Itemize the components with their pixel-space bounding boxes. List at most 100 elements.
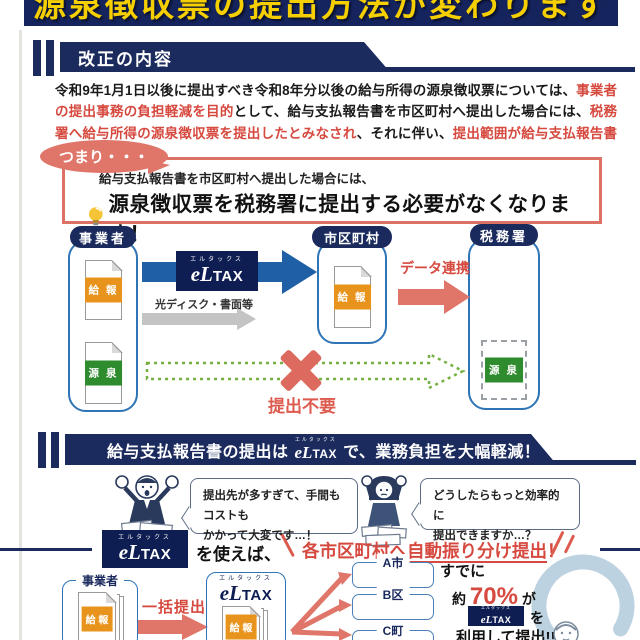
section2-header-post: で、業務負担を大幅軽減！ (343, 443, 541, 461)
batch-submit-label: 一括提出 (142, 599, 207, 616)
face-icon (553, 621, 579, 640)
datalink-label: データ連携 (400, 260, 470, 276)
fan-arrows (290, 572, 352, 640)
useline-red2-underlined: 自動振り分け提出 (407, 541, 547, 563)
speech-bubble-left: 提出先が多すぎて、手間もコストも かかって大変です…！ (181, 478, 358, 542)
bubble-right-line1: どうしたらもっと効率的に (433, 490, 560, 523)
eltax-el: eL (190, 262, 213, 286)
paragraph-run: 令和9年1月1日以後に提出すべき令和8年分以後の給与所得の源泉徴収票については、 (55, 83, 577, 98)
eltax-tax: TAX (312, 446, 338, 461)
eltax-tax: TAX (140, 546, 172, 563)
eltax-logo: エルタックス eLTAX (176, 251, 258, 291)
eltax-kana-label: エルタックス (118, 535, 172, 541)
city-box-a: A市 (352, 554, 434, 588)
kyuho-badge: 給 報 (225, 614, 257, 640)
bubble-tail (181, 505, 197, 531)
paragraph-run-emphasis: 税務署へ給与所得の源泉徴収票を提出したとみなされ (55, 104, 618, 141)
business-bottom-box: 事業者 (62, 572, 138, 640)
stat-about: 約 (452, 591, 466, 607)
paragraph-run: として、給与支払報告書を市区町村へ提出した場合には、 (233, 104, 590, 120)
paragraph-run-emphasis: 事業者の提出事務の負担軽減を目的 (55, 83, 617, 120)
stat-use: 利用して提出!! (456, 629, 556, 640)
useline-red3: ！ (547, 541, 565, 561)
disk-arrow (142, 308, 256, 330)
header-bar-icon (38, 432, 46, 468)
bubble-tail (411, 501, 427, 527)
highlight-line1: 給与支払報告書を市区町村へ提出した場合には、 (99, 172, 375, 186)
eltax-logo: エルタックス eLTAX (295, 438, 338, 462)
stat-wo: を (530, 610, 544, 626)
eltax-kana-label: エルタックス (219, 576, 273, 582)
page-title: 源泉徴収票の提出方法が変わります (33, 0, 609, 23)
header-bar-icon (46, 40, 54, 76)
bubble-left-line1: 提出先が多すぎて、手間もコストも (203, 490, 341, 523)
document-kyuho-icon: 給 報 (333, 265, 372, 328)
eltax-kana-label: エルタックス (294, 436, 337, 443)
eltax-tax: TAX (492, 614, 512, 625)
eltax-kana-label: エルタックス (481, 604, 511, 610)
eltax-main-label: eLTAX (295, 444, 338, 462)
nosubmit-dotted-arrow (145, 351, 466, 391)
eltax-main-label: eLTAX (191, 264, 244, 285)
decorative-line (0, 548, 92, 551)
section-header-label: 改正の内容 (78, 49, 173, 69)
eltax-logo: エルタックス eLTAX (102, 530, 188, 568)
useline-suffix: を使えば、 (196, 545, 281, 564)
taxoffice-pill: 税務署 (470, 224, 538, 246)
stat-percent: 70% (469, 583, 518, 610)
city-box-b: B区 (352, 586, 434, 620)
eltax-main-label: eLTAX (119, 542, 172, 563)
eltax-bottom-box (206, 572, 286, 640)
kyuho-badge: 給 報 (81, 606, 113, 632)
stat-already: すでに (440, 563, 486, 580)
eltax-el: eL (480, 613, 493, 626)
kyuho-badge: 給 報 (333, 284, 372, 310)
paragraph-run: 、それに伴い、 (356, 125, 453, 141)
municipality-label: 市区町村 (323, 230, 380, 246)
kyuho-doc-stack: 給 報 (78, 591, 126, 640)
kyuho-badge: 給 報 (84, 277, 123, 303)
eltax-logo: エルタックス eLTAX (468, 604, 524, 627)
speech-bubble-right: どうしたらもっと効率的に 提出できますか…？ (411, 478, 580, 542)
bubble-right-line2: 提出できますか…？ (433, 530, 537, 543)
batch-submit-arrow (138, 614, 208, 640)
section-header-underline (372, 67, 635, 72)
document-kyuho-icon: 給 報 (84, 259, 123, 320)
tsumari-speech-bubble: つまり・・・ (40, 140, 168, 173)
gensen-badge: 源 泉 (84, 360, 123, 386)
city-box-c: C町 (352, 622, 434, 640)
eltax-el: eL (118, 540, 141, 564)
tsumari-bubble-tail (148, 160, 170, 174)
lightbulb-icon (88, 207, 103, 226)
x-mark-icon (277, 348, 325, 394)
eltax-el: eL (219, 581, 242, 605)
bubble-left-line2: かかって大変です…！ (203, 530, 318, 543)
datalink-arrow (398, 280, 470, 314)
eltax-logo: エルタックス eLTAX (212, 576, 280, 604)
eltax-main-label: eLTAX (481, 611, 511, 627)
stat-line2: 約 70% が (452, 583, 536, 611)
document-gensen-dashed-icon: 源 泉 (481, 340, 527, 400)
section2-header-pre: 給与支払報告書の提出は (107, 443, 289, 461)
header-bar-icon (33, 40, 41, 76)
usage-donut-chart (531, 554, 635, 640)
stat-ga: が (521, 591, 536, 607)
section-header-eltax: 給与支払報告書の提出は エルタックス eLTAX で、業務負担を大幅軽減！ (65, 434, 557, 465)
document-gensen-icon: 源 泉 (84, 341, 123, 404)
decorative-line (600, 548, 640, 551)
header-bar-icon (51, 432, 59, 468)
section-header-revision: 改正の内容 (60, 42, 390, 72)
eltax-tax: TAX (212, 268, 244, 285)
business-bottom-label: 事業者 (75, 572, 125, 589)
business-label: 事業者 (78, 230, 127, 246)
eltax-tax: TAX (241, 587, 273, 604)
municipality-pill: 市区町村 (312, 226, 392, 248)
gensen-badge: 源 泉 (485, 357, 523, 383)
kyuho-doc-stack: 給 報 (222, 605, 270, 640)
business-pill: 事業者 (70, 226, 136, 248)
city-b-label: B区 (376, 586, 410, 603)
scan-edge-line (19, 30, 22, 640)
eltax-kana-label: エルタックス (190, 257, 244, 263)
section-header-underline (540, 460, 636, 465)
eltax-main-label: eLTAX (220, 583, 273, 604)
